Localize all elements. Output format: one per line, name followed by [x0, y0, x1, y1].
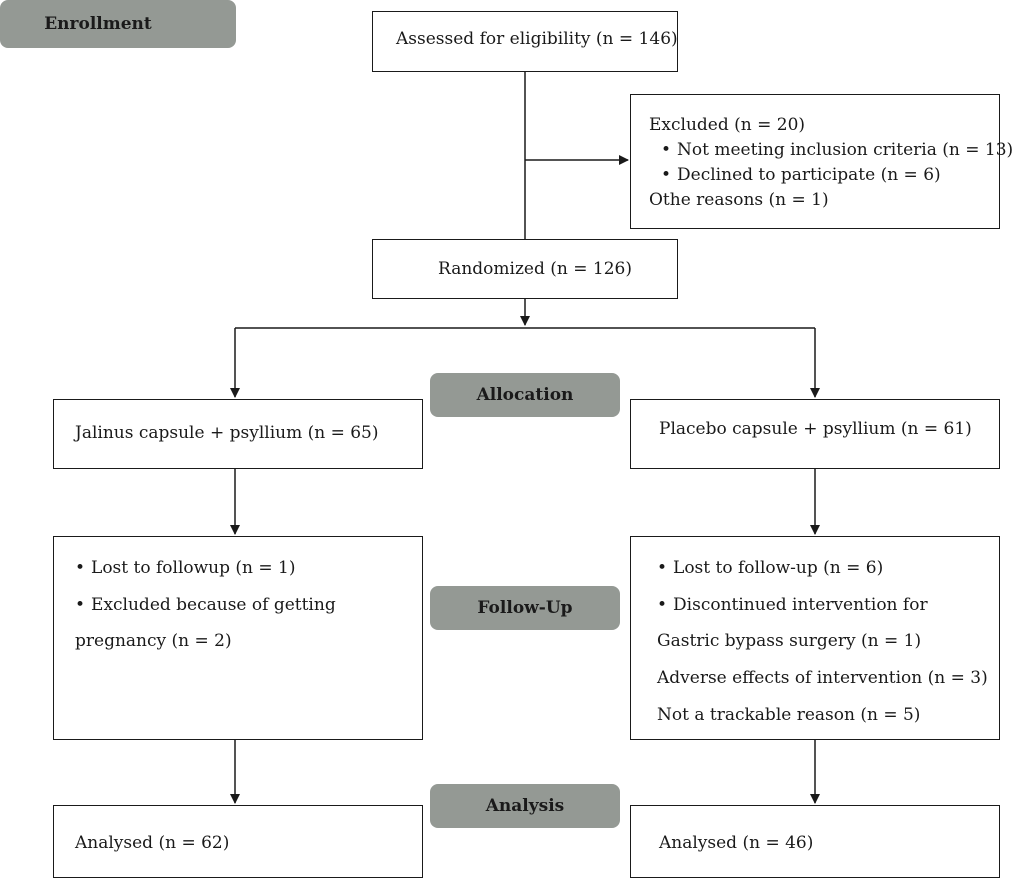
stage-label-text: Enrollment	[44, 14, 152, 34]
left-analysis-box: Analysed (n = 62)	[53, 805, 423, 878]
bullet-icon: •	[75, 595, 86, 615]
bullet-icon: •	[661, 165, 672, 185]
right-analysis-text: Analysed (n = 46)	[659, 833, 814, 853]
excluded-other: Othe reasons (n = 1)	[649, 190, 829, 210]
excluded-title: Excluded (n = 20)	[649, 115, 806, 135]
stage-label-text: Follow-Up	[477, 598, 573, 618]
excluded-item-text: Not meeting inclusion criteria (n = 13)	[677, 140, 1013, 160]
right-allocation-box: Placebo capsule + psyllium (n = 61)	[630, 399, 1000, 469]
followup-detail: Not a trackable reason (n = 5)	[657, 705, 921, 725]
bullet-icon: •	[657, 595, 668, 615]
excluded-box: Excluded (n = 20) •Not meeting inclusion…	[630, 94, 1013, 229]
stage-label-allocation: Allocation	[430, 373, 620, 417]
followup-item-text: Excluded because of getting	[91, 595, 336, 615]
left-analysis-text: Analysed (n = 62)	[75, 833, 230, 853]
stage-label-analysis: Analysis	[430, 784, 620, 828]
followup-item: •Lost to followup (n = 1)	[75, 558, 296, 578]
bullet-icon: •	[657, 558, 668, 578]
followup-item-text: Lost to followup (n = 1)	[91, 558, 296, 578]
followup-detail: Gastric bypass surgery (n = 1)	[657, 631, 922, 651]
left-allocation-text: Jalinus capsule + psyllium (n = 65)	[75, 423, 379, 443]
right-followup-box: •Lost to follow-up (n = 6) •Discontinued…	[630, 536, 1000, 740]
excluded-item: •Not meeting inclusion criteria (n = 13)	[661, 140, 1013, 160]
left-allocation-box: Jalinus capsule + psyllium (n = 65)	[53, 399, 423, 469]
followup-detail: Adverse effects of intervention (n = 3)	[657, 668, 988, 688]
bullet-icon: •	[661, 140, 672, 160]
followup-item-text: Lost to follow-up (n = 6)	[673, 558, 884, 578]
followup-item: •Excluded because of getting	[75, 595, 336, 615]
followup-detail: pregnancy (n = 2)	[75, 631, 232, 651]
left-followup-box: •Lost to followup (n = 1) •Excluded beca…	[53, 536, 423, 740]
randomized-box: Randomized (n = 126)	[372, 239, 678, 299]
right-analysis-box: Analysed (n = 46)	[630, 805, 1000, 878]
stage-label-enrollment: Enrollment	[0, 0, 236, 48]
bullet-icon: •	[75, 558, 86, 578]
excluded-item: •Declined to participate (n = 6)	[661, 165, 941, 185]
randomized-text: Randomized (n = 126)	[438, 259, 632, 279]
assessed-box: Assessed for eligibility (n = 146)	[372, 11, 678, 72]
followup-item: •Discontinued intervention for	[657, 595, 928, 615]
excluded-item-text: Declined to participate (n = 6)	[677, 165, 941, 185]
stage-label-text: Allocation	[476, 385, 574, 405]
followup-item: •Lost to follow-up (n = 6)	[657, 558, 883, 578]
right-allocation-text: Placebo capsule + psyllium (n = 61)	[659, 419, 972, 439]
stage-label-text: Analysis	[485, 796, 565, 816]
assessed-text: Assessed for eligibility (n = 146)	[396, 29, 678, 49]
stage-label-follow-up: Follow-Up	[430, 586, 620, 630]
followup-item-text: Discontinued intervention for	[673, 595, 928, 615]
